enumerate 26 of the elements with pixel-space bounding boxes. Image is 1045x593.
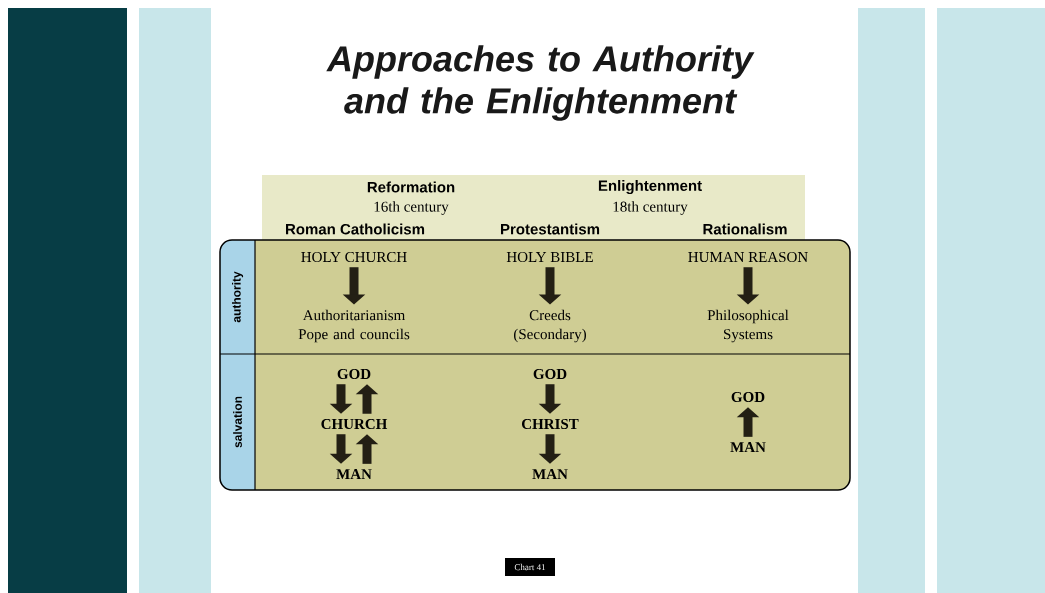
term-label: Philosophical Systems	[707, 309, 789, 343]
node-label: authority	[231, 271, 244, 323]
term-label: CHURCH	[321, 418, 388, 430]
column-heading: Reformation	[367, 181, 455, 193]
chart-label: Chart 41	[505, 558, 555, 576]
title: Approaches to Authority and the Enlightenment	[326, 45, 755, 121]
term-label: HUMAN REASON	[688, 251, 808, 263]
term-label: MAN	[532, 469, 568, 479]
column-heading: Roman Catholicism	[286, 223, 425, 235]
century-label: 16th century	[374, 201, 449, 215]
term-label: CHRIST	[522, 418, 579, 430]
column-heading: Enlightenment	[598, 179, 702, 194]
term-label: GOD	[337, 368, 371, 380]
column-heading: Protestantism	[501, 223, 600, 235]
term-label: GOD	[533, 368, 567, 380]
column-header-band	[262, 175, 805, 240]
term-label: HOLY BIBLE	[506, 251, 593, 263]
term-label: MAN	[730, 442, 766, 452]
term-label: Authoritarianism Pope and councils	[298, 309, 410, 343]
node-label: salvation	[233, 396, 242, 448]
century-label: 18th century	[613, 201, 688, 215]
term-label: GOD	[731, 391, 765, 403]
term-label: MAN	[336, 469, 372, 479]
term-label: HOLY CHURCH	[301, 251, 407, 263]
column-heading: Rationalism	[703, 223, 787, 235]
term-label: Creeds (Secondary)	[514, 309, 586, 343]
